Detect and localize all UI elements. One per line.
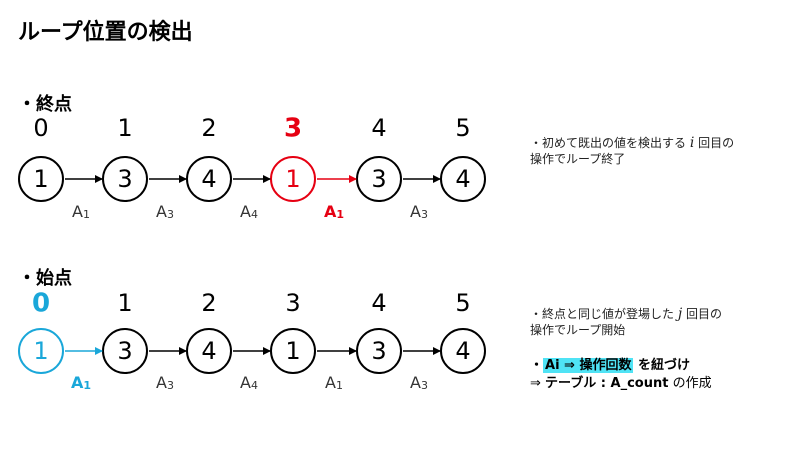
edge-label-subscript: 4	[251, 379, 258, 392]
section-label-end: ・終点	[18, 94, 72, 115]
summary-line2-bold: テーブル : A_count	[545, 376, 669, 391]
summary-highlight: Ai ⇒ 操作回数	[543, 358, 634, 373]
node-circle	[270, 156, 316, 202]
edge-label-base: A	[240, 202, 251, 221]
index-label: 3	[285, 289, 300, 317]
edge-label-subscript: 1	[83, 208, 90, 221]
edge-label-base: A	[72, 202, 83, 221]
summary-suffix: を紐づけ	[633, 358, 691, 373]
node-value: 4	[455, 165, 470, 193]
node-value: 4	[201, 337, 216, 365]
edge-label: A3	[156, 202, 174, 222]
node-value: 4	[455, 337, 470, 365]
node-circle	[356, 156, 402, 202]
node-circle	[102, 328, 148, 374]
edge-label-subscript: 3	[421, 379, 428, 392]
index-label: 2	[201, 289, 216, 317]
edge-label: A3	[410, 202, 428, 222]
edge-label-subscript: 3	[167, 379, 174, 392]
edge-label-subscript: 3	[167, 208, 174, 221]
edge-label-subscript: 1	[336, 208, 344, 221]
index-label: 5	[455, 289, 470, 317]
node-value: 1	[285, 165, 300, 193]
node-value: 1	[33, 337, 48, 365]
index-label: 3	[284, 114, 302, 144]
index-label: 4	[371, 289, 386, 317]
edge-label-base: A	[410, 373, 421, 392]
index-label: 0	[32, 289, 50, 319]
note-start-text-2: 回目の	[686, 307, 723, 321]
note-start-text: ・終点と同じ値が登場した	[530, 307, 675, 321]
section-label-start: ・始点	[18, 268, 72, 289]
edge-label: A4	[240, 202, 258, 222]
edge-label-subscript: 3	[421, 208, 428, 221]
edge-label: A1	[72, 202, 90, 222]
edge-label: A1	[71, 373, 91, 393]
summary-line2-suffix: の作成	[668, 376, 712, 391]
node-value: 4	[201, 165, 216, 193]
edge-label-subscript: 1	[83, 379, 91, 392]
edge-label-base: A	[71, 373, 84, 392]
edge-label-base: A	[156, 202, 167, 221]
note-end: ・初めて既出の値を検出する i 回目の 操作でループ終了	[530, 135, 734, 167]
note-end-variable: i	[689, 135, 695, 151]
note-start-line2: 操作でループ開始	[530, 323, 626, 337]
summary-prefix: ・	[530, 358, 544, 373]
edge-label: A3	[410, 373, 428, 393]
edge-label-base: A	[410, 202, 421, 221]
summary-line2-prefix: ⇒	[530, 376, 546, 391]
index-label: 1	[117, 114, 132, 142]
index-label: 1	[117, 289, 132, 317]
node-value: 3	[371, 165, 386, 193]
edge-label-subscript: 1	[336, 379, 343, 392]
page-title: ループ位置の検出	[18, 20, 193, 45]
note-end-line2: 操作でループ終了	[530, 152, 626, 166]
edge-label: A3	[156, 373, 174, 393]
node-value: 3	[371, 337, 386, 365]
edge-label: A1	[325, 373, 343, 393]
index-label: 4	[371, 114, 386, 142]
edge-label-subscript: 4	[251, 208, 258, 221]
node-circle	[270, 328, 316, 374]
node-circle	[440, 328, 486, 374]
note-end-text-2: 回目の	[698, 136, 735, 150]
summary: ・Ai ⇒ 操作回数 を紐づけ ⇒ テーブル : A_count の作成	[530, 357, 712, 393]
node-circle	[18, 156, 64, 202]
edge-label: A1	[324, 202, 344, 222]
node-circle	[186, 328, 232, 374]
edge-label-base: A	[240, 373, 251, 392]
edge-label-base: A	[325, 373, 336, 392]
node-value: 1	[33, 165, 48, 193]
node-circle	[102, 156, 148, 202]
note-start-variable: j	[677, 306, 683, 322]
node-value: 3	[117, 165, 132, 193]
index-label: 0	[33, 114, 48, 142]
index-label: 5	[455, 114, 470, 142]
note-start: ・終点と同じ値が登場した j 回目の 操作でループ開始	[530, 306, 722, 338]
node-circle	[186, 156, 232, 202]
note-end-text: ・初めて既出の値を検出する	[530, 136, 687, 150]
node-circle	[356, 328, 402, 374]
edge-label-base: A	[324, 202, 337, 221]
index-label: 2	[201, 114, 216, 142]
node-value: 3	[117, 337, 132, 365]
edge-label-base: A	[156, 373, 167, 392]
node-circle	[440, 156, 486, 202]
edge-label: A4	[240, 373, 258, 393]
node-value: 1	[285, 337, 300, 365]
node-circle	[18, 328, 64, 374]
